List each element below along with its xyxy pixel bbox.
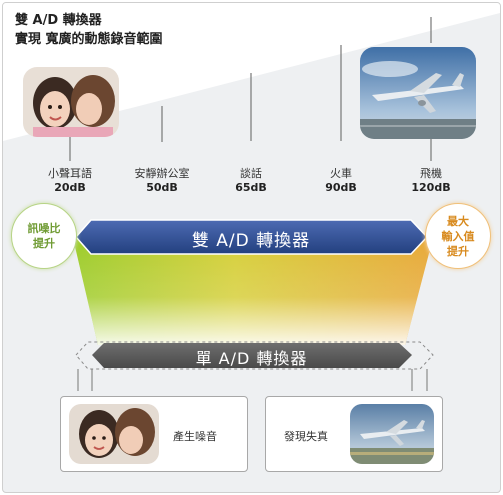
connector-lines [77, 369, 428, 391]
level-whisper: 小聲耳語 20dB [25, 167, 115, 195]
max-input-improve-badge: 最大 輸入值 提升 [425, 203, 491, 269]
whisper-photo-small [69, 404, 159, 464]
title-line-2: 實現 寬廣的動態錄音範圍 [15, 32, 163, 47]
level-label: 小聲耳語 [48, 167, 92, 180]
level-ticks [69, 17, 432, 161]
level-quiet-office: 安靜辦公室 50dB [117, 167, 207, 195]
level-train: 火車 90dB [296, 167, 386, 195]
level-label: 談話 [240, 167, 262, 180]
level-airplane: 飛機 120dB [386, 167, 476, 195]
single-ad-bar [92, 343, 412, 368]
badge-line: 提升 [33, 237, 55, 250]
whisper-photo [23, 67, 119, 137]
top-wedge [3, 3, 500, 141]
airplane-photo-small [350, 404, 434, 464]
level-conversation: 談話 65dB [206, 167, 296, 195]
level-label: 安靜辦公室 [134, 167, 190, 180]
badge-line: 提升 [447, 244, 469, 258]
distortion-box: 發現失真 [265, 396, 443, 472]
level-db: 65dB [235, 181, 267, 194]
badge-line: 最大 [447, 214, 469, 228]
dual-ad-label: 雙 A/D 轉換器 [191, 231, 311, 251]
single-ad-label: 單 A/D 轉換器 [195, 349, 308, 368]
noise-box: 產生噪音 [60, 396, 248, 472]
diagram-background [3, 3, 500, 391]
airplane-photo [360, 47, 476, 139]
single-ad-outline [75, 341, 434, 370]
level-db: 120dB [411, 181, 451, 194]
snr-improve-badge: 訊噪比 提升 [11, 203, 77, 269]
level-label: 火車 [330, 167, 352, 180]
badge-line: 訊噪比 [27, 222, 61, 235]
noise-label: 產生噪音 [173, 430, 217, 443]
level-db: 50dB [146, 181, 178, 194]
distortion-label: 發現失真 [284, 430, 328, 443]
diagram-title: 雙 A/D 轉換器 實現 寬廣的動態錄音範圍 [15, 11, 163, 49]
level-db: 90dB [325, 181, 357, 194]
title-line-1: 雙 A/D 轉換器 [15, 13, 102, 28]
level-db: 20dB [54, 181, 86, 194]
badge-line: 輸入值 [441, 229, 475, 243]
level-label: 飛機 [420, 167, 442, 180]
